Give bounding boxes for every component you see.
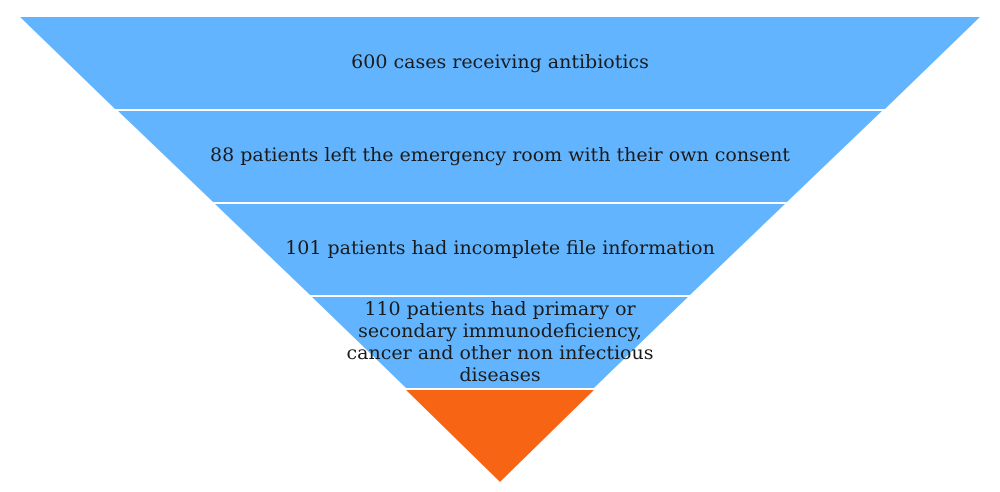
funnel-band-1 — [20, 17, 980, 109]
funnel-band-2 — [118, 111, 882, 202]
funnel-apex — [406, 390, 594, 482]
funnel-band-3 — [215, 204, 785, 295]
stage-1-label: 600 cases receiving antibiotics — [351, 51, 649, 73]
stage-2-label: 88 patients left the emergency room with… — [210, 144, 790, 166]
stage-3-label: 101 patients had incomplete file informa… — [285, 237, 715, 259]
stage-4-label: 110 patients had primary or secondary im… — [346, 298, 654, 386]
funnel-band-4 — [312, 297, 688, 388]
